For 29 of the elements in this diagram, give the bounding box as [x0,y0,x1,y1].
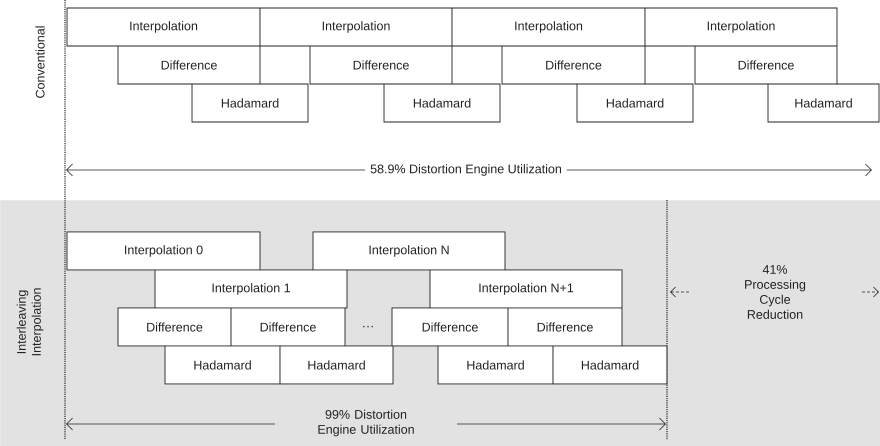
process-box: Difference [230,308,346,346]
process-box: Difference [118,308,232,346]
process-box: Difference [310,46,452,84]
process-box: Hadamard [552,346,668,384]
process-box: Hadamard [384,84,500,122]
process-box: Interpolation [260,8,452,46]
process-box: Hadamard [280,346,394,384]
process-box: Interpolation [644,8,838,46]
reduction-label: 41% Processing Cycle Reduction [745,265,806,319]
process-box: Hadamard [164,346,280,384]
process-box: Interpolation N+1 [430,270,622,308]
process-box: Hadamard [576,84,694,122]
process-box: Difference [508,308,622,346]
process-box: Difference [502,46,646,84]
process-box: Difference [392,308,508,346]
process-box: Difference [118,46,260,84]
process-box: Hadamard [768,84,880,122]
process-box: Interpolation [66,8,260,46]
process-box: Difference [694,46,838,84]
process-box: Interpolation N [312,232,506,270]
ellipsis: ··· [363,326,373,328]
dimension-label: 58.9% Distortion Engine Utilization [365,163,567,177]
process-box: Interpolation 0 [66,232,260,270]
process-box: Hadamard [192,84,308,122]
axis-label: Conventional [35,26,45,98]
process-box: Hadamard [438,346,554,384]
process-box: Interpolation [452,8,646,46]
process-box: Interpolation 1 [154,270,348,308]
dimension-label: 99% Distortion Engine Utilization [275,410,457,436]
